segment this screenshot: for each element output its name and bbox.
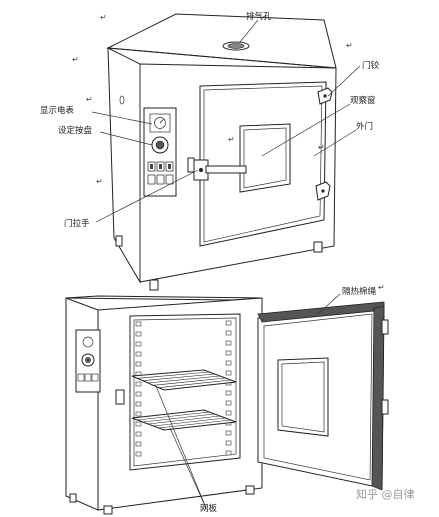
rail-slot	[135, 401, 142, 407]
rail-slot	[225, 440, 232, 446]
outer-door	[199, 81, 327, 247]
foot	[103, 505, 113, 515]
edit-mark: ↵	[378, 283, 385, 292]
watermark: 知乎 @自律	[356, 487, 415, 501]
rail-slot	[225, 410, 232, 416]
leader-lines-top	[91, 19, 361, 223]
edit-mark: ↵	[96, 177, 103, 186]
label-door-handle: 门拉手	[64, 218, 90, 229]
mesh-wire	[147, 375, 221, 384]
door-hinge-icon	[317, 87, 333, 105]
rail-slot	[135, 431, 142, 437]
rail-slot	[135, 441, 142, 447]
door-handle-icon	[187, 157, 247, 181]
oven-closed	[106, 13, 337, 291]
label-outer-door: 外门	[356, 121, 373, 132]
mesh-wire	[158, 419, 231, 429]
viewing-window	[277, 357, 329, 437]
rail-slot	[135, 381, 142, 387]
rail-slot	[225, 370, 232, 376]
door-hinge-icon	[381, 399, 389, 415]
label-insulation: 隔热棉绳	[342, 286, 377, 297]
rail-slot	[225, 450, 232, 456]
mesh-wire	[142, 373, 215, 381]
outer-door-open	[257, 301, 389, 491]
leader-line	[155, 385, 207, 509]
edit-mark: ↵	[86, 95, 93, 104]
mesh-wire	[147, 415, 221, 425]
door-latch-icon	[115, 389, 125, 405]
leader-line	[169, 427, 207, 509]
rail-slot	[225, 430, 232, 436]
switch-icon	[77, 373, 85, 382]
foot	[245, 485, 255, 495]
mesh-wire	[137, 371, 210, 379]
edit-mark: ↵	[318, 143, 325, 152]
edit-mark: ↵	[100, 13, 107, 22]
rail-slot	[225, 360, 232, 366]
edit-mark: ↵	[228, 135, 235, 144]
rail-slot	[225, 320, 232, 326]
rail-slot	[135, 421, 142, 427]
rail-slot	[225, 330, 232, 336]
edit-mark: ↵	[72, 55, 79, 64]
oven-side-panel	[107, 47, 141, 284]
door-hinge-icon	[381, 319, 389, 335]
label-display-meter: 显示电表	[40, 105, 75, 116]
label-shelf: 网板	[200, 503, 218, 514]
foot	[149, 279, 159, 291]
meter-dial-icon	[154, 117, 166, 129]
mesh-wire	[137, 411, 210, 421]
control-panel	[143, 107, 177, 197]
oven-cavity	[129, 313, 241, 471]
rail-slot	[135, 331, 142, 337]
switch-icon	[91, 373, 99, 382]
label-viewing-window: 观察窗	[350, 95, 376, 106]
switch-icon	[84, 373, 92, 382]
mesh-shelf	[131, 409, 237, 431]
mesh-wire	[158, 379, 231, 388]
foot	[313, 241, 323, 253]
rail-slot	[135, 361, 142, 367]
rail-slot	[135, 341, 142, 347]
label-door-hinge: 门铰	[362, 60, 380, 71]
meter-dial-icon	[82, 336, 94, 348]
edit-mark: ↵	[346, 41, 353, 50]
rail-slot	[135, 351, 142, 357]
mesh-wire	[153, 377, 226, 386]
rail-slot	[225, 350, 232, 356]
label-setting-dial: 设定按盘	[58, 125, 93, 136]
mesh-shelf	[131, 369, 237, 391]
insulation-strip	[371, 305, 385, 491]
door-hinge-icon	[315, 181, 331, 201]
rail-slot	[135, 321, 142, 327]
foot	[69, 493, 77, 503]
rail-slot	[135, 451, 142, 457]
rail-slot	[135, 411, 142, 417]
mesh-wire	[153, 417, 226, 427]
rail-slot	[225, 390, 232, 396]
control-panel	[75, 329, 101, 393]
oven-open	[65, 295, 389, 515]
side-vent-icon	[119, 95, 125, 105]
foot	[115, 235, 123, 247]
exhaust-hole-icon	[222, 41, 250, 51]
viewing-window	[239, 123, 291, 193]
label-exhaust-hole: 排气孔	[246, 11, 272, 22]
rail-slot	[135, 391, 142, 397]
oven-top-face	[106, 13, 337, 69]
leader-line	[317, 293, 341, 315]
mesh-wire	[142, 413, 215, 423]
rail-slot	[225, 340, 232, 346]
rail-slot	[225, 400, 232, 406]
